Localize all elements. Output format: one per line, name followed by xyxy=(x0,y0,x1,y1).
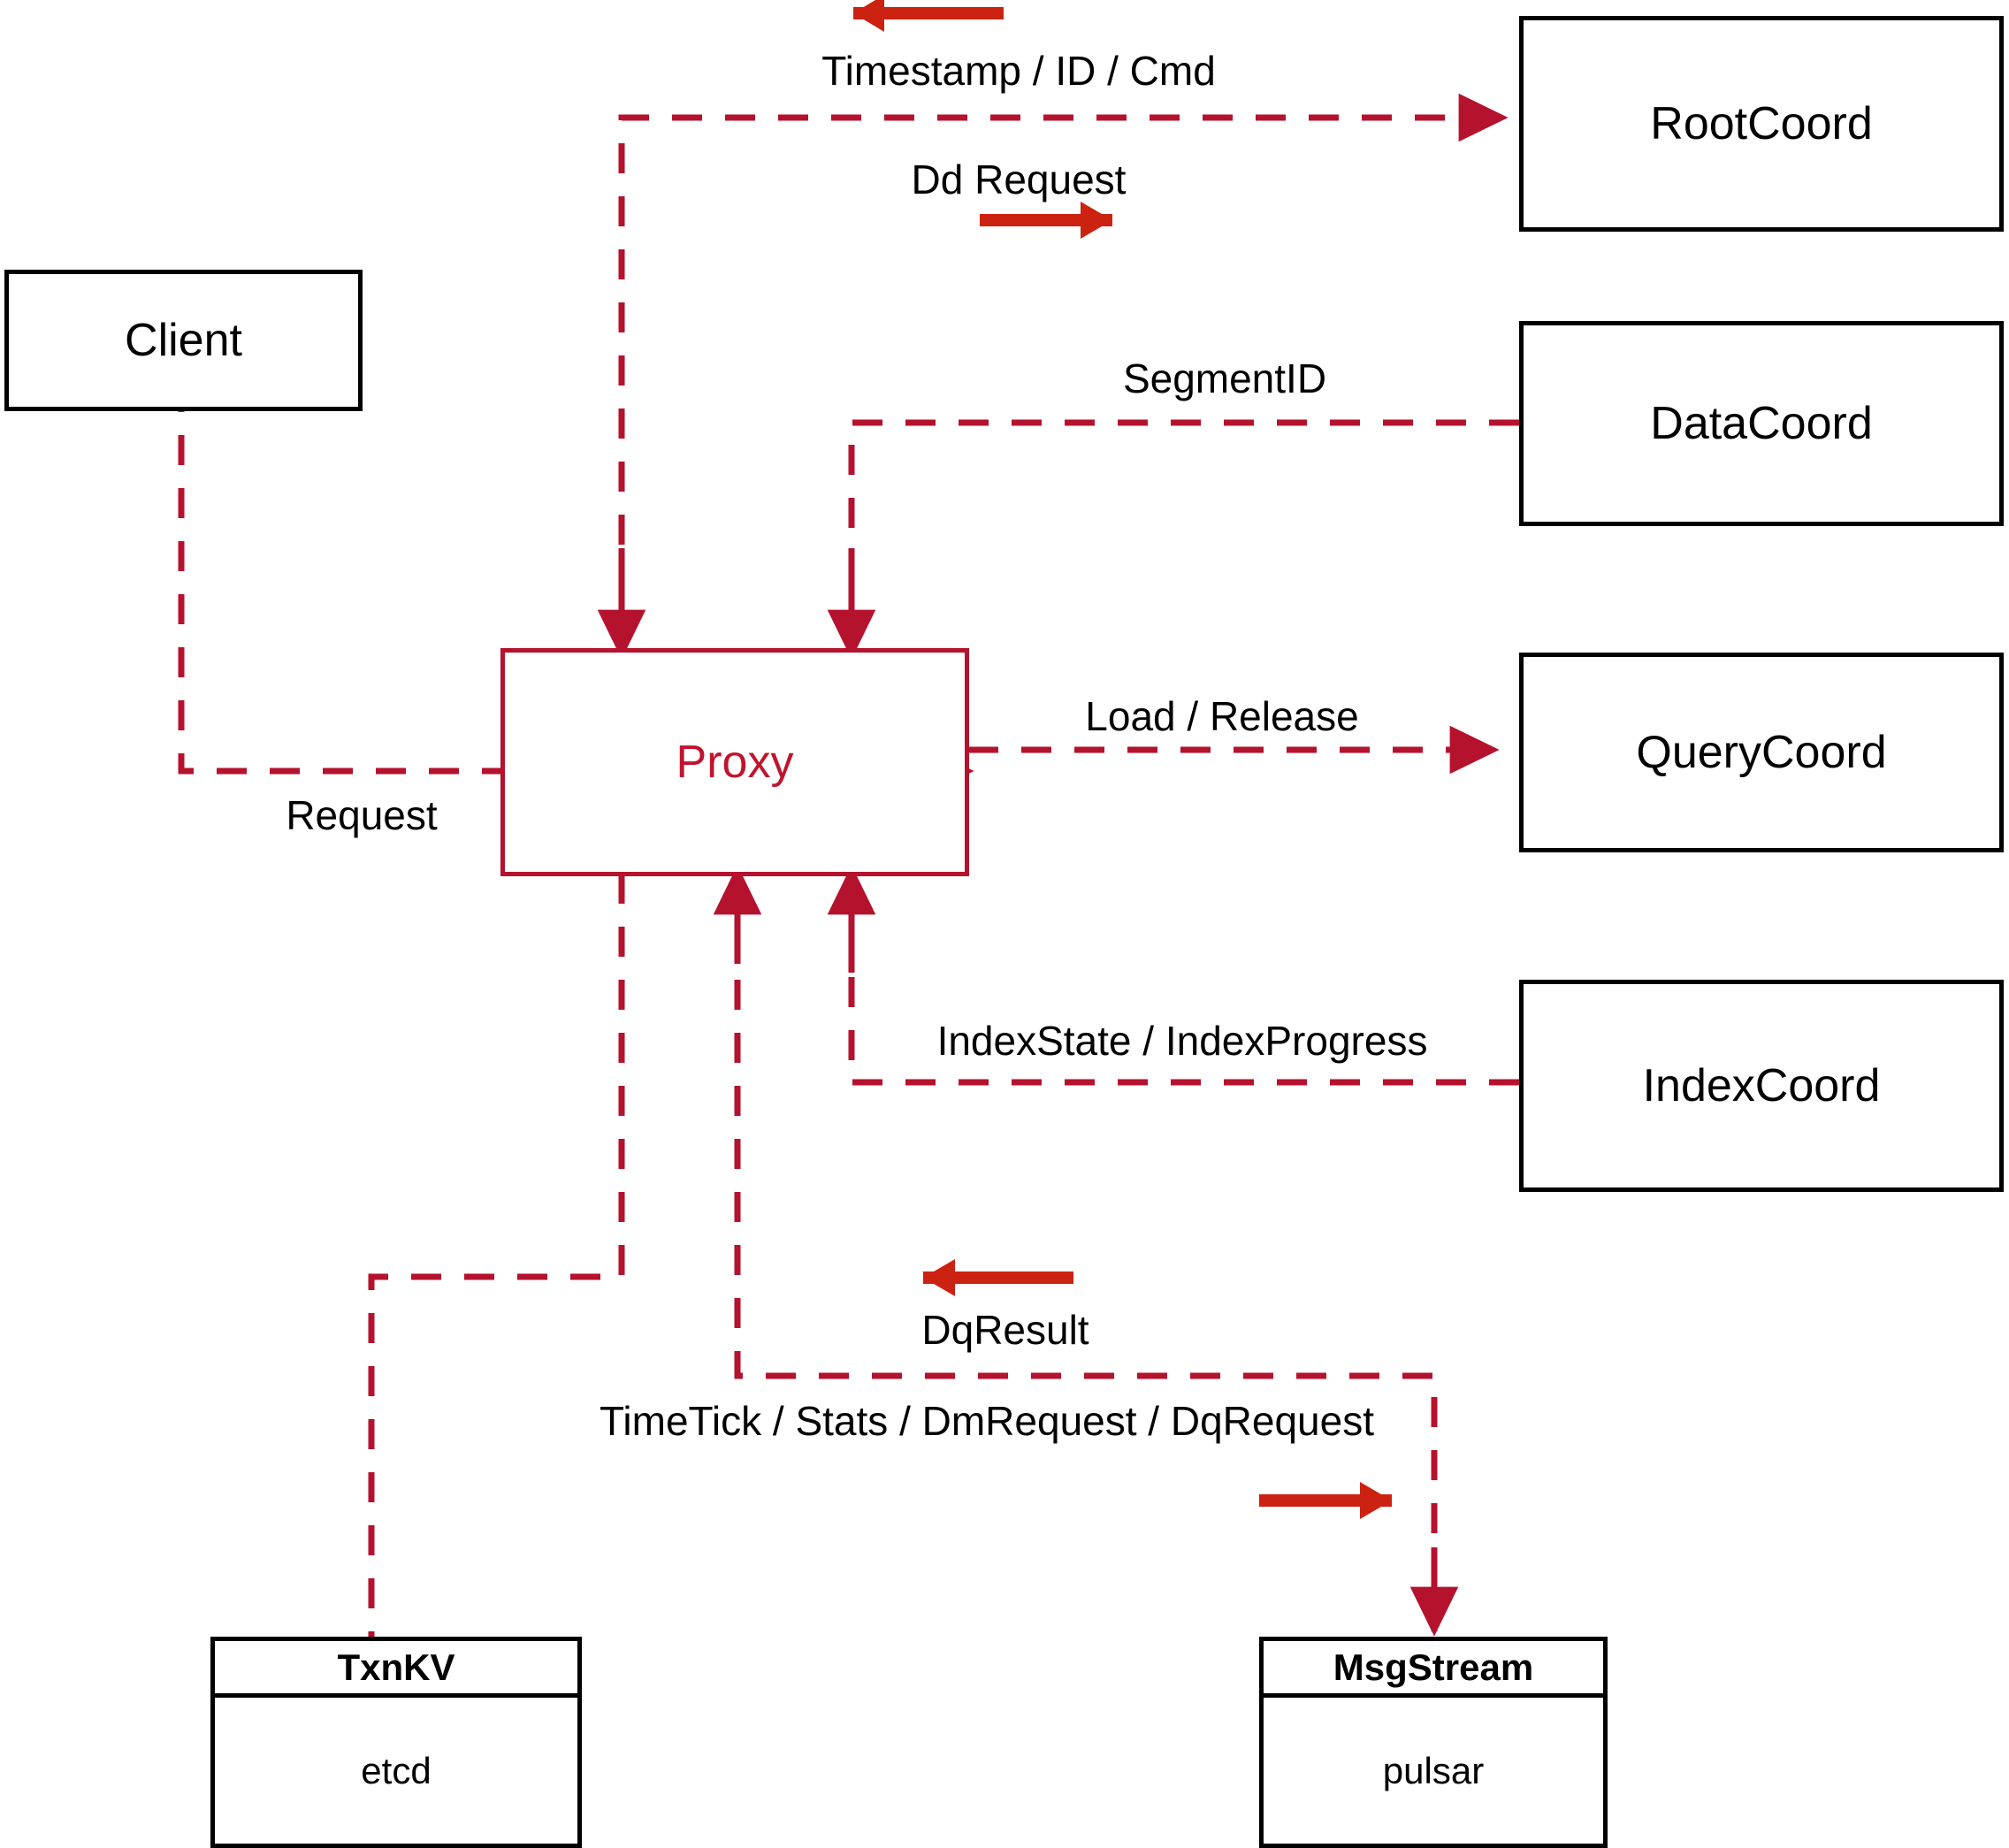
flow-direction-arrows xyxy=(853,0,1392,1519)
node-querycoord-label: QueryCoord xyxy=(1636,727,1887,778)
edge-label-load-release: Load / Release xyxy=(1085,693,1359,739)
arrow-dqresult-left xyxy=(923,1259,1073,1296)
node-proxy[interactable]: Proxy xyxy=(500,648,969,876)
node-msgstream-impl-label: pulsar xyxy=(1382,1749,1485,1791)
arrow-timestamp-left xyxy=(853,0,1004,32)
edge-label-request: Request xyxy=(286,792,438,838)
edge-label-segmentid: SegmentID xyxy=(1122,355,1327,401)
edge-label-timestamp-id-cmd: Timestamp / ID / Cmd xyxy=(821,48,1216,94)
arrow-dqrequest-right xyxy=(1259,1482,1392,1519)
node-msgstream-label: MsgStream xyxy=(1333,1646,1534,1688)
wire-proxy-txnkv xyxy=(368,874,625,1637)
edge-label-dd-request: Dd Request xyxy=(911,157,1127,202)
node-proxy-label: Proxy xyxy=(676,737,794,788)
wire-proxy-msgstream xyxy=(734,874,1438,1618)
edge-label-dq-result: DqResult xyxy=(921,1307,1089,1353)
node-msgstream-header: MsgStream xyxy=(1264,1641,1603,1698)
node-indexcoord[interactable]: IndexCoord xyxy=(1519,980,2004,1192)
wire-datacoord-proxy xyxy=(848,419,1519,651)
node-txnkv-body: etcd xyxy=(215,1698,577,1844)
edge-label-index-state: IndexState / IndexProgress xyxy=(936,1018,1428,1064)
node-datacoord-label: DataCoord xyxy=(1650,398,1873,449)
node-datacoord[interactable]: DataCoord xyxy=(1519,321,2004,526)
node-client[interactable]: Client xyxy=(4,270,363,411)
node-rootcoord[interactable]: RootCoord xyxy=(1519,16,2004,232)
node-indexcoord-label: IndexCoord xyxy=(1642,1060,1881,1111)
node-txnkv-impl-label: etcd xyxy=(361,1749,432,1791)
node-msgstream-body: pulsar xyxy=(1264,1698,1603,1844)
node-txnkv-header: TxnKV xyxy=(215,1641,577,1698)
node-rootcoord-label: RootCoord xyxy=(1650,98,1873,149)
wire-proxy-rootcoord xyxy=(618,93,1509,651)
node-client-label: Client xyxy=(125,315,242,366)
node-txnkv-label: TxnKV xyxy=(337,1646,455,1688)
arrow-dd-request-right xyxy=(980,202,1112,239)
node-msgstream[interactable]: MsgStream pulsar xyxy=(1259,1637,1608,1848)
edge-label-timetick-stats: TimeTick / Stats / DmRequest / DqRequest xyxy=(600,1398,1374,1444)
node-txnkv[interactable]: TxnKV etcd xyxy=(210,1637,582,1848)
node-querycoord[interactable]: QueryCoord xyxy=(1519,653,2004,852)
